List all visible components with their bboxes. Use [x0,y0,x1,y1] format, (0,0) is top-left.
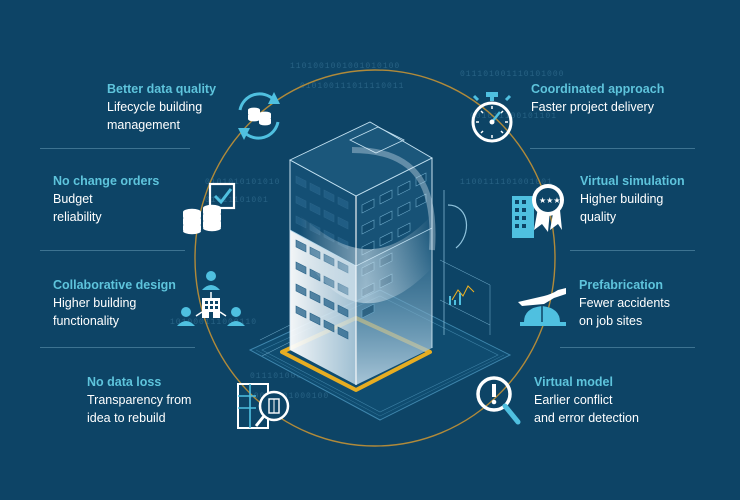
benefit-prefabrication: Prefabrication Fewer accidents on job si… [579,276,670,330]
benefit-virtual-simulation: Virtual simulation Higher building quali… [580,172,685,226]
gold-ring [194,69,556,447]
coins-checkbox-icon [183,182,236,235]
benefit-description: Earlier conflict and error detection [534,393,639,425]
benefit-title: Collaborative design [53,278,176,292]
mini-chart [451,285,475,301]
benefit-description: Lifecycle building management [107,100,203,132]
benefit-title: Coordinated approach [531,82,665,96]
svg-text:★★★: ★★★ [539,196,561,205]
binary-text: 1101001001001010100 [290,62,401,71]
binary-text: 001011100101101 [470,112,558,121]
floorplan-magnifier-icon [237,383,290,429]
benefit-title: Prefabrication [579,278,664,292]
hardhat-hand-icon [518,288,566,326]
binary-text: 1100111101001001 [460,178,553,187]
benefit-virtual-model: Virtual model Earlier conflict and error… [534,373,639,427]
benefit-description: Faster project delivery [531,100,654,114]
divider-line [40,250,185,251]
divider-line [40,148,190,149]
benefit-no-change-orders: No change orders Budget reliability [53,172,159,226]
benefit-collaborative-design: Collaborative design Higher building fun… [53,276,176,330]
binary-text: 101000111000110 [170,318,258,327]
database-refresh-icon [238,92,280,140]
benefit-no-data-loss: No data loss Transparency from idea to r… [87,373,191,427]
binary-text: 010100111011110011 [300,82,405,91]
benefit-title: No data loss [87,375,162,389]
benefit-title: Virtual simulation [580,174,685,188]
benefit-description: Transparency from idea to rebuild [87,393,192,425]
divider-line [40,347,195,348]
binary-text: 011101001110101000 [460,70,565,79]
benefit-title: No change orders [53,174,160,188]
divider-line [530,148,695,149]
binary-text: 0111010000101 [250,372,326,381]
benefit-description: Higher building quality [580,192,664,224]
binary-text: 10011101000100 [248,392,330,401]
binary-text: 0101010101010 [205,178,281,187]
benefit-better-data-quality: Better data quality Lifecycle building m… [107,80,216,134]
benefit-description: Fewer accidents on job sites [579,296,671,328]
stopwatch-icon [471,92,513,143]
alert-magnifier-icon [476,376,521,425]
benefit-description: Higher building functionality [53,296,137,328]
benefit-title: Better data quality [107,82,217,96]
team-building-icon [177,271,245,326]
binary-text: 01011101001 [205,196,269,205]
benefit-coordinated-approach: Coordinated approach Faster project deli… [531,80,664,116]
divider-line [560,347,695,348]
building-award-icon: ★★★ [512,184,564,238]
divider-line [570,250,695,251]
benefit-title: Virtual model [534,375,613,389]
benefit-description: Budget reliability [53,192,102,224]
